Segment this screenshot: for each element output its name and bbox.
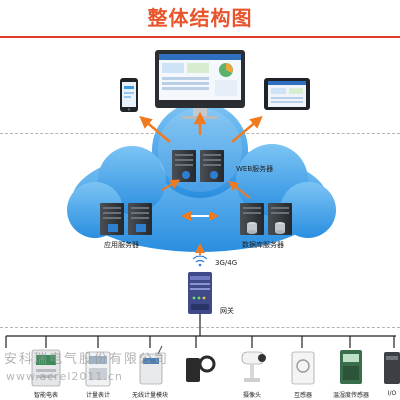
phone-icon	[120, 78, 138, 112]
temp-humidity-sensor-icon	[340, 350, 362, 384]
device-label: 温湿度传感器	[332, 392, 370, 399]
wireless-module-icon	[139, 345, 163, 385]
io-module-icon	[384, 352, 400, 384]
device-label: 智能电表	[33, 392, 59, 399]
transformer-icon	[291, 351, 315, 385]
device-drops	[5, 336, 395, 348]
metering-meter-icon	[85, 351, 111, 387]
arrow-to-tablet	[231, 115, 263, 143]
camera-icon	[241, 351, 266, 382]
clamp-sensor-icon	[186, 355, 216, 382]
gateway-icon	[188, 272, 212, 314]
device-label: 计量表计	[85, 392, 111, 399]
network-label: 3G/4G	[215, 259, 238, 267]
watermark-url: www.acrel2011.cn	[6, 370, 123, 383]
device-label: I/O	[387, 390, 397, 397]
smart-meter-icon	[31, 349, 61, 387]
web-server-label: WEB服务器	[236, 165, 274, 173]
device-label: 无线计量模块	[131, 392, 169, 399]
watermark-company: 安科瑞电气股份有限公司	[4, 352, 170, 367]
web-server-icon	[172, 150, 224, 182]
title-rule	[0, 36, 400, 38]
device-label: 摄像头	[242, 392, 262, 399]
db-server-label: 数据库服务器	[242, 241, 284, 249]
device-label: 互感器	[293, 392, 313, 399]
tablet-icon	[264, 78, 310, 110]
wireless-signal-icon	[192, 255, 208, 267]
app-server-icon	[100, 203, 152, 235]
desktop-monitor-icon	[155, 50, 245, 119]
diagram-title: 整体结构图	[147, 6, 253, 30]
database-server-icon	[240, 203, 292, 235]
gateway-label: 网关	[220, 307, 234, 315]
arrow-app-to-web	[161, 179, 181, 191]
arrow-to-phone	[139, 115, 171, 143]
arrow-db-to-web	[228, 180, 251, 199]
app-server-label: 应用服务器	[104, 241, 139, 249]
